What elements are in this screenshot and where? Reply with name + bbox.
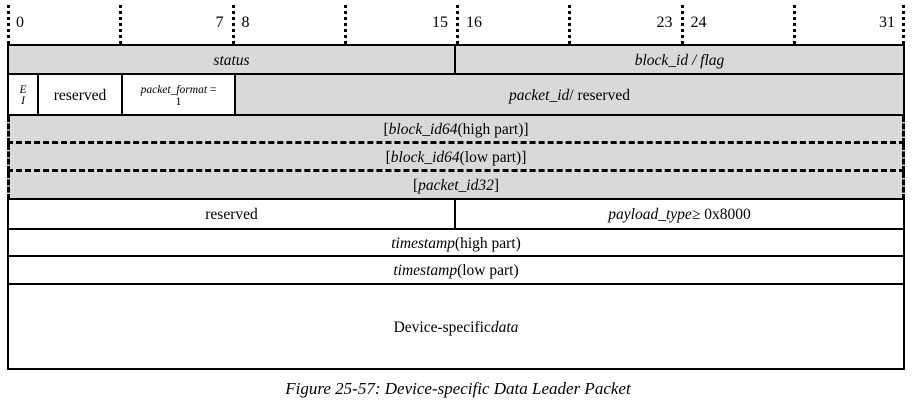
field-packet-format-line1: packet_format = — [140, 83, 217, 96]
bit-label-8: 8 — [241, 14, 250, 31]
field-packet-format-line2: 1 — [175, 95, 182, 108]
field-payload-type: payload_type ≥ 0x8000 — [608, 206, 751, 224]
row-block-id64-low: [block_id64 (low part)] — [7, 144, 905, 172]
row-timestamp-low: timestamp (low part) — [7, 257, 905, 285]
row-timestamp-high: timestamp (high part) — [7, 230, 905, 257]
row-header-flags: E I reserved packet_format = 1 packet_id… — [7, 75, 905, 116]
row-status-blockid: status block_id / flag — [7, 46, 905, 75]
field-block-id64-low: [block_id64 (low part)] — [385, 148, 527, 166]
field-block-id-flag: block_id / flag — [456, 46, 903, 73]
field-ei-line-i: I — [21, 94, 25, 107]
field-status: status — [9, 46, 456, 73]
row-device-data: Device-specific data — [7, 285, 905, 370]
row-reserved-payload-type: reserved payload_type ≥ 0x8000 — [7, 200, 905, 230]
ruler-tick — [231, 5, 235, 44]
ruler-tick — [680, 5, 684, 44]
ruler-tick — [568, 5, 572, 44]
field-reserved-label: reserved — [53, 86, 107, 104]
ruler-tick — [792, 5, 796, 44]
bit-label-0: 0 — [16, 14, 24, 31]
field-status-label: status — [213, 51, 250, 69]
bit-label-7: 7 — [215, 14, 224, 31]
bit-label-16: 16 — [466, 14, 482, 31]
field-block-id-flag-label: block_id / flag — [634, 51, 725, 69]
bit-label-31: 31 — [879, 14, 895, 31]
bit-label-24: 24 — [690, 14, 707, 31]
field-timestamp-high: timestamp (high part) — [391, 234, 521, 252]
field-packet-id-reserved: packet_id / reserved — [236, 75, 903, 114]
field-device-data: Device-specific data — [393, 318, 519, 336]
ruler-tick — [119, 5, 123, 44]
row-block-id64-high: [block_id64 (high part)] — [7, 116, 905, 144]
ruler-tick — [7, 5, 10, 44]
field-packet-id32: [packet_id32] — [412, 177, 500, 195]
packet-diagram: status block_id / flag E I reserved pack… — [7, 44, 905, 370]
field-packet-format: packet_format = 1 — [123, 75, 236, 114]
ruler-tick — [456, 5, 459, 44]
row-packet-id32: [packet_id32] — [7, 172, 905, 200]
field-block-id64-high: [block_id64 (high part)] — [383, 120, 529, 138]
figure-caption: Figure 25-57: Device-specific Data Leade… — [285, 379, 631, 398]
ruler-tick — [902, 5, 905, 44]
ruler-tick — [343, 5, 347, 44]
field-reserved: reserved — [39, 75, 123, 114]
bit-ruler: 0 7 8 15 16 23 24 31 — [7, 5, 905, 44]
field-ei: E I — [9, 75, 39, 114]
bit-label-23: 23 — [656, 14, 673, 31]
field-reserved-2: reserved — [9, 200, 456, 228]
field-timestamp-low: timestamp (low part) — [393, 262, 519, 280]
field-ei-line-e: E — [19, 83, 27, 96]
bit-label-15: 15 — [432, 14, 448, 31]
